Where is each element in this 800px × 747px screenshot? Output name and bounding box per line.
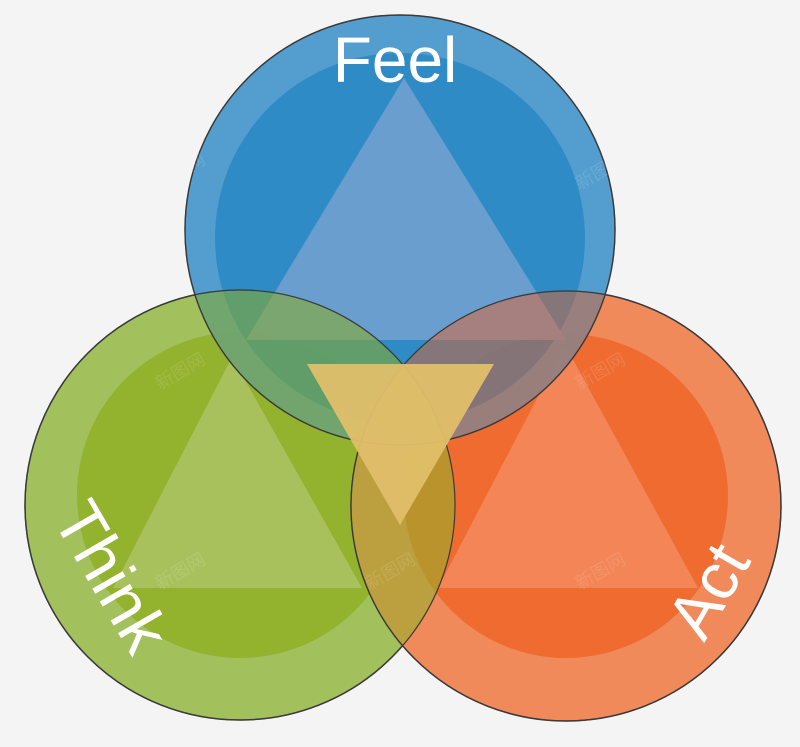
think-outline <box>24 289 456 721</box>
feel-triangle <box>246 78 566 340</box>
center-triangle <box>307 364 494 525</box>
think-triangle <box>113 357 362 588</box>
act-triangle <box>438 345 698 588</box>
feel-label: Feel <box>333 24 458 96</box>
act-outline <box>350 290 782 722</box>
